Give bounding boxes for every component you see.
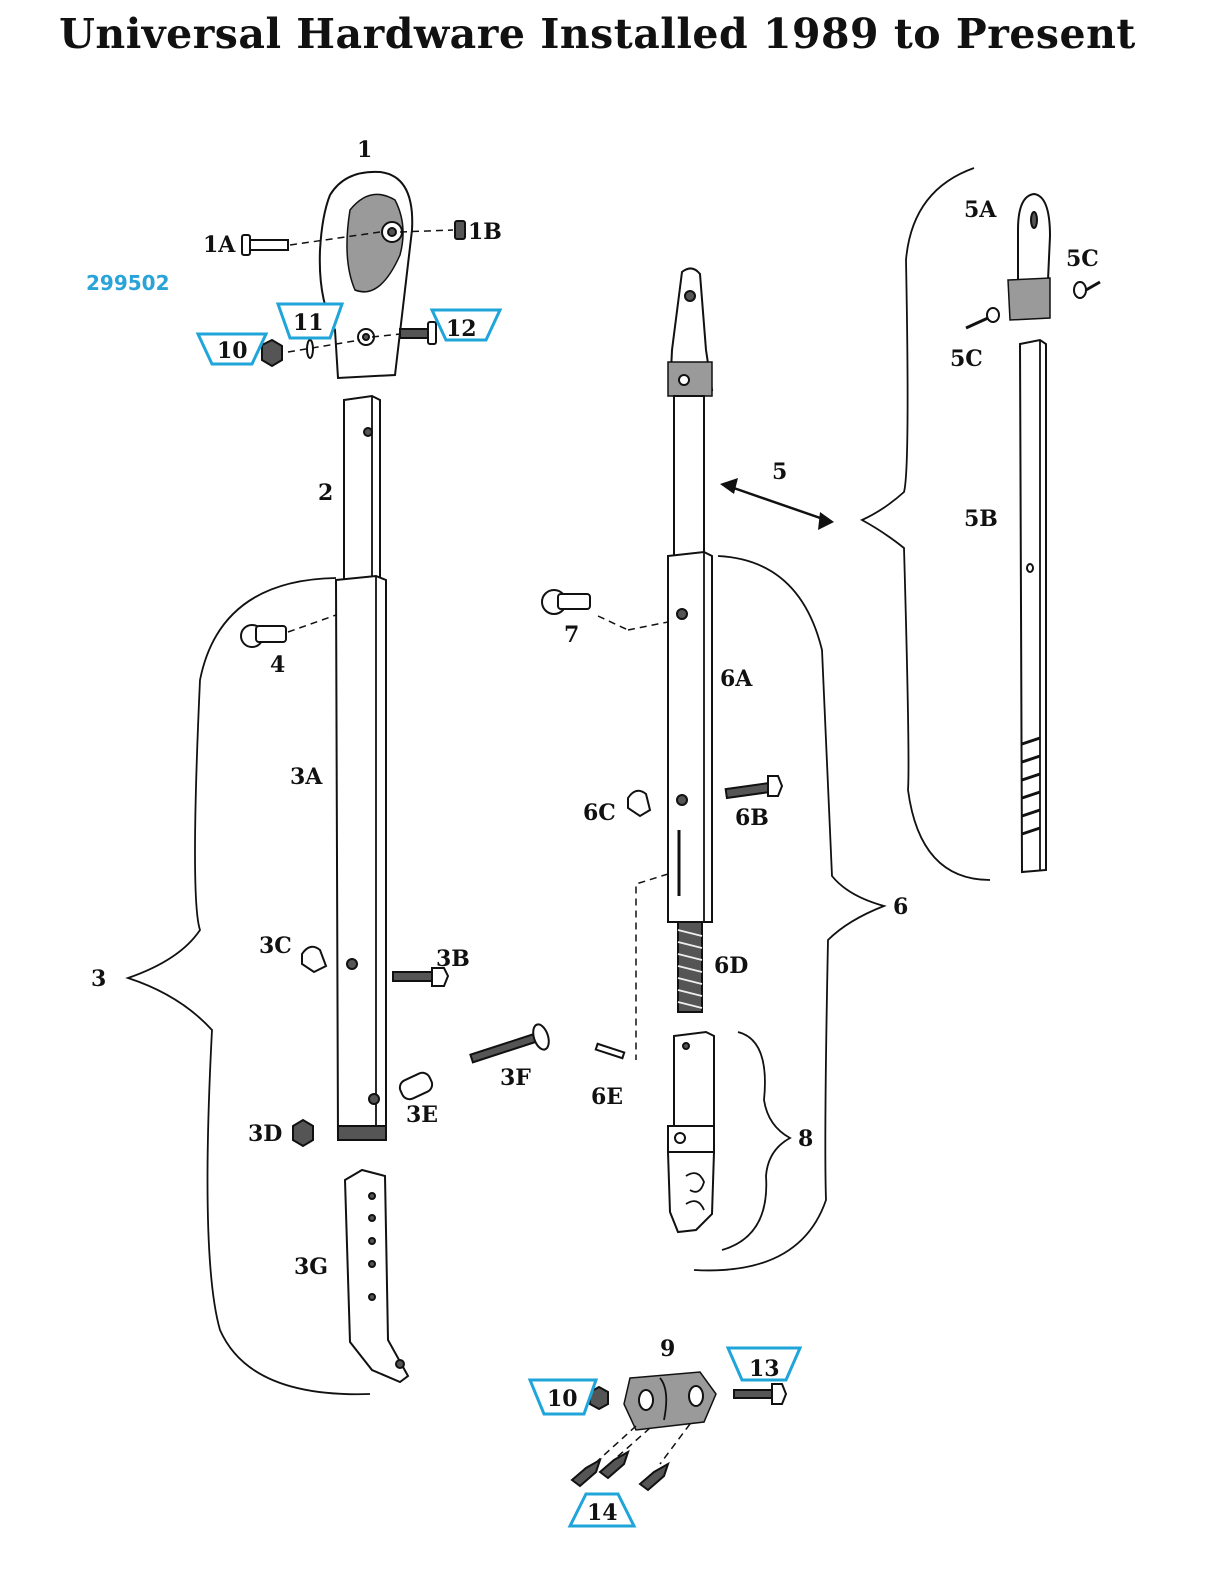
label-1b: 1B: [468, 219, 502, 245]
diagram-labels: 1 1A 1B 2 3 3A 3B 3C 3D 3E 3F 3G 4 5 5A …: [91, 137, 1099, 1362]
part-3f-bolt: [469, 1023, 550, 1064]
part-3e-spacer: [398, 1071, 434, 1101]
label-2: 2: [318, 480, 333, 506]
page-title: Universal Hardware Installed 1989 to Pre…: [59, 10, 1136, 58]
label-3: 3: [91, 966, 106, 992]
part-9-bracket: [623, 1371, 717, 1431]
part-3d-nut: [292, 1118, 314, 1148]
part-3a-tube: [334, 574, 387, 1142]
part-5a-clevis: [1007, 192, 1052, 321]
brace-8: [721, 1031, 792, 1251]
callout-10-top-label: 10: [217, 338, 248, 364]
part-5b-rail: [1018, 338, 1047, 874]
label-3f: 3F: [500, 1065, 531, 1091]
part-12-bolt: [371, 321, 437, 345]
label-5: 5: [772, 459, 787, 485]
label-3b: 3B: [436, 946, 470, 972]
label-7: 7: [564, 622, 579, 648]
part-7-pin: [541, 589, 669, 631]
label-6a: 6A: [720, 666, 753, 692]
callout-11-label: 11: [293, 310, 324, 336]
brace-5: [859, 167, 991, 881]
callout-12-label: 12: [446, 316, 477, 342]
part-1-bracket: [318, 170, 414, 380]
part-6c-nut: [627, 789, 652, 818]
label-6: 6: [893, 894, 908, 920]
label-3e: 3E: [406, 1102, 438, 1128]
part-13-bolt: [733, 1383, 788, 1405]
callout-10-bottom: 10: [527, 1378, 599, 1416]
label-3g: 3G: [294, 1254, 328, 1280]
part-3b-bolt: [392, 967, 450, 987]
part-3g-bracket: [343, 1168, 410, 1384]
label-5b: 5B: [964, 506, 998, 532]
label-5c-top: 5C: [1066, 246, 1099, 272]
part-3c-nut: [301, 945, 328, 974]
label-6d: 6D: [714, 953, 748, 979]
part-5c-top: [1073, 280, 1101, 299]
callout-14-label: 14: [587, 1500, 618, 1526]
part-6d-spring: [677, 921, 703, 1013]
callout-10-top: 10: [195, 332, 269, 366]
part-8-clevis: [666, 1030, 716, 1234]
part-5-trolley-arm: [667, 267, 714, 559]
part-5-double-arrow: [720, 478, 834, 530]
label-3a: 3A: [290, 764, 323, 790]
part-6a-tube: [667, 550, 713, 923]
part-10-11-nut-washer-top: [261, 338, 361, 368]
label-6b: 6B: [735, 805, 769, 831]
callout-13-label: 13: [749, 1356, 780, 1382]
part-4-pin: [240, 614, 337, 648]
part-5c-bottom: [965, 307, 1000, 330]
callout-10-bottom-label: 10: [547, 1386, 578, 1412]
label-6c: 6C: [583, 800, 616, 826]
label-3c: 3C: [259, 933, 292, 959]
label-8: 8: [798, 1126, 813, 1152]
part-14-screws: [570, 1423, 691, 1492]
label-5c-bottom: 5C: [950, 346, 983, 372]
part-number-code: 299502: [86, 271, 170, 295]
part-1b-nut: [399, 220, 466, 240]
label-5a: 5A: [964, 197, 997, 223]
part-2-tube: [343, 394, 381, 583]
brace-3: [125, 577, 371, 1396]
label-4: 4: [270, 652, 285, 678]
part-6b-bolt: [724, 775, 784, 800]
label-1a: 1A: [203, 232, 236, 258]
label-3d: 3D: [248, 1121, 282, 1147]
part-1a-bolt: [241, 231, 381, 256]
part-10-nut-bottom: [589, 1385, 609, 1411]
label-1: 1: [357, 137, 372, 163]
callout-11: 11: [275, 302, 345, 340]
label-6e: 6E: [591, 1084, 623, 1110]
label-9: 9: [660, 1336, 675, 1362]
callout-14: 14: [567, 1492, 637, 1528]
brace-6: [693, 555, 887, 1272]
callout-13: 13: [725, 1346, 803, 1382]
callout-12: 12: [429, 308, 503, 342]
part-6e-pin: [594, 873, 669, 1060]
